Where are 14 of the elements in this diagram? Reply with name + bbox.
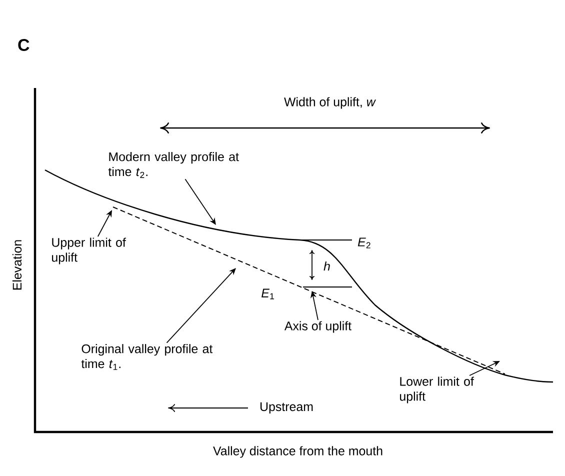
callout-text: Modern valley profile at time t$_{2}$. [108,152,239,178]
elevation-label: E$_{2}$ [358,238,370,248]
dimension-label: Width of uplift, w [284,97,376,109]
dimension-label: h [324,261,330,270]
callout-text: Lower limit of uplift [400,376,474,404]
callout-text: Axis of uplift [284,321,352,333]
callout-text: Upper limit of uplift [52,238,126,264]
leader-line [166,268,236,344]
axis-title: Elevation [12,240,22,290]
elevation-label: E$_{1}$ [262,288,274,300]
panel-letter: C [18,39,30,51]
axis-title: Valley distance from the mouth [213,446,382,458]
callout-text: Original valley profile at time t$_{1}$. [81,344,213,370]
direction-label: Upstream [260,402,313,414]
